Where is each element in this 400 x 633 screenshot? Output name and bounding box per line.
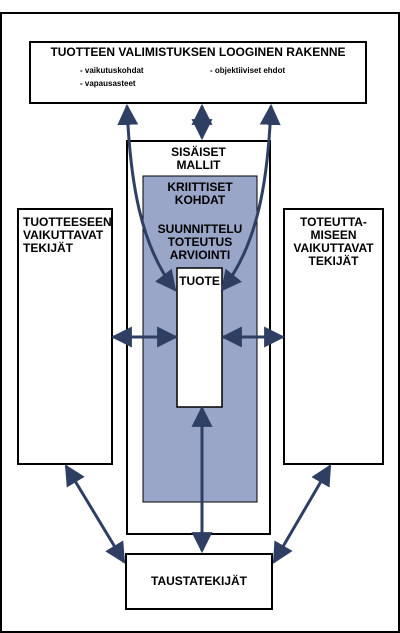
top-box-bullet-3: - objektiiviset ehdot (210, 66, 286, 75)
product-label: TUOTE (179, 274, 220, 288)
left-box-line-2: VAIKUTTAVAT (23, 228, 104, 242)
right-box-line-1: TOTEUTTA- (300, 215, 367, 229)
arrow-right-diagonal (272, 464, 332, 564)
inner-models-line-1: SISÄISET (171, 145, 226, 159)
arrow-top-right-curve (220, 103, 281, 292)
top-box (29, 41, 367, 104)
left-box-line-1: TUOTTEESEEN (23, 215, 112, 229)
top-box-bullet-2: - vapausasteet (80, 79, 136, 88)
top-box-bullet-1: - vaikutuskohdat (80, 66, 144, 75)
phase-evaluation: ARVIOINTI (169, 248, 231, 262)
phase-planning: SUUNNITTELU (157, 222, 243, 236)
right-box-line-4: TEKIJÄT (308, 254, 359, 268)
product-box (176, 267, 223, 408)
bottom-box (125, 553, 273, 610)
bottom-box-label: TAUSTATEKIJÄT (151, 574, 247, 588)
left-box-line-3: TEKIJÄT (23, 241, 74, 255)
arrow-top-left-curve (117, 103, 177, 292)
outer-frame (0, 12, 400, 633)
right-box-line-2: MISEEN (310, 228, 357, 242)
inner-models-line-2: MALLIT (176, 158, 221, 172)
critical-points-line-2: KOHDAT (174, 193, 226, 207)
left-box (17, 208, 113, 465)
top-box-heading: TUOTTEEN VALIMISTUKSEN LOOGINEN RAKENNE (50, 45, 346, 59)
arrow-left-diagonal (64, 464, 126, 564)
critical-points-line-1: KRIITTISET (167, 180, 233, 194)
diagram-title: KÄSITYÖPROSESSI (148, 0, 252, 11)
right-box-line-3: VAIKUTTAVAT (293, 241, 374, 255)
phase-implementation: TOTEUTUS (167, 235, 233, 249)
